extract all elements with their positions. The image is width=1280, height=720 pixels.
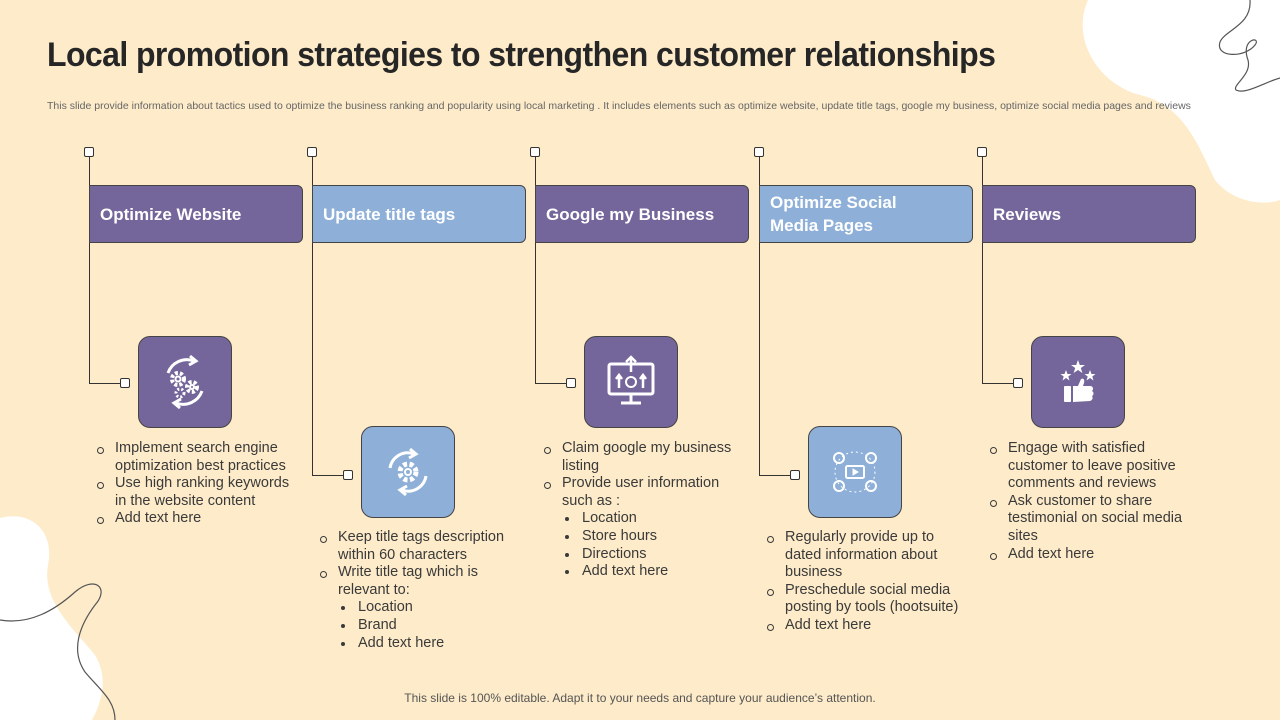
step-header-optimize-website: Optimize Website xyxy=(89,185,303,243)
list-item: Write title tag which is relevant to: xyxy=(319,564,519,599)
connector-line xyxy=(89,153,90,384)
list-item: Add text here xyxy=(96,510,296,528)
list-item: Use high ranking keywords in the website… xyxy=(96,475,296,510)
list-item: Engage with satisfied customer to leave … xyxy=(989,440,1189,493)
step-header-google-my-business: Google my Business xyxy=(535,185,749,243)
connector-node xyxy=(977,147,987,157)
list-item: Add text here xyxy=(989,546,1189,564)
step-details: Claim google my business listing Provide… xyxy=(543,440,743,581)
gear-refresh-icon xyxy=(388,447,428,497)
step-header-reviews: Reviews xyxy=(982,185,1196,243)
connector-node xyxy=(530,147,540,157)
step-icon-box xyxy=(361,426,455,518)
connector-node xyxy=(343,470,353,480)
list-item: Regularly provide up to dated informatio… xyxy=(766,529,966,582)
sub-list-item: Location xyxy=(319,599,519,617)
connector-line xyxy=(312,475,348,476)
connector-node xyxy=(84,147,94,157)
step-details: Implement search engine optimization bes… xyxy=(96,440,296,528)
step-icon-box xyxy=(138,336,232,428)
sub-list-item: Directions xyxy=(543,546,743,564)
sub-list-item: Brand xyxy=(319,617,519,635)
list-item: Implement search engine optimization bes… xyxy=(96,440,296,475)
connector-line xyxy=(759,153,760,476)
connector-node xyxy=(307,147,317,157)
step-details: Keep title tags description within 60 ch… xyxy=(319,529,519,652)
gears-cycle-icon xyxy=(166,354,204,410)
step-icon-box xyxy=(584,336,678,428)
connector-node xyxy=(120,378,130,388)
list-item: Add text here xyxy=(766,617,966,635)
step-details: Regularly provide up to dated informatio… xyxy=(766,529,966,635)
social-media-network-icon xyxy=(833,451,877,493)
step-header-update-title-tags: Update title tags xyxy=(312,185,526,243)
thumbs-up-stars-icon xyxy=(1060,360,1096,402)
connector-node xyxy=(790,470,800,480)
step-icon-box xyxy=(1031,336,1125,428)
step-details: Engage with satisfied customer to leave … xyxy=(989,440,1189,563)
sub-list-item: Store hours xyxy=(543,528,743,546)
step-header-optimize-social-media-pages: Optimize Social Media Pages xyxy=(759,185,973,243)
connector-line xyxy=(535,383,571,384)
sub-list-item: Add text here xyxy=(319,635,519,653)
connector-line xyxy=(89,383,125,384)
list-item: Preschedule social media posting by tool… xyxy=(766,582,966,617)
step-icon-box xyxy=(808,426,902,518)
page-subtitle: This slide provide information about tac… xyxy=(47,100,1191,112)
list-item: Provide user information such as : xyxy=(543,475,743,510)
sub-list-item: Add text here xyxy=(543,563,743,581)
connector-line xyxy=(982,153,983,384)
list-item: Keep title tags description within 60 ch… xyxy=(319,529,519,564)
connector-line xyxy=(982,383,1018,384)
connector-line xyxy=(312,153,313,476)
footer-note: This slide is 100% editable. Adapt it to… xyxy=(404,691,876,705)
connector-node xyxy=(566,378,576,388)
sub-list-item: Location xyxy=(543,510,743,528)
list-item: Ask customer to share testimonial on soc… xyxy=(989,493,1189,546)
connector-node xyxy=(754,147,764,157)
connector-line xyxy=(535,153,536,384)
page-title: Local promotion strategies to strengthen… xyxy=(47,36,996,74)
connector-line xyxy=(759,475,795,476)
connector-node xyxy=(1013,378,1023,388)
list-item: Claim google my business listing xyxy=(543,440,743,475)
monitor-growth-icon xyxy=(607,355,655,405)
